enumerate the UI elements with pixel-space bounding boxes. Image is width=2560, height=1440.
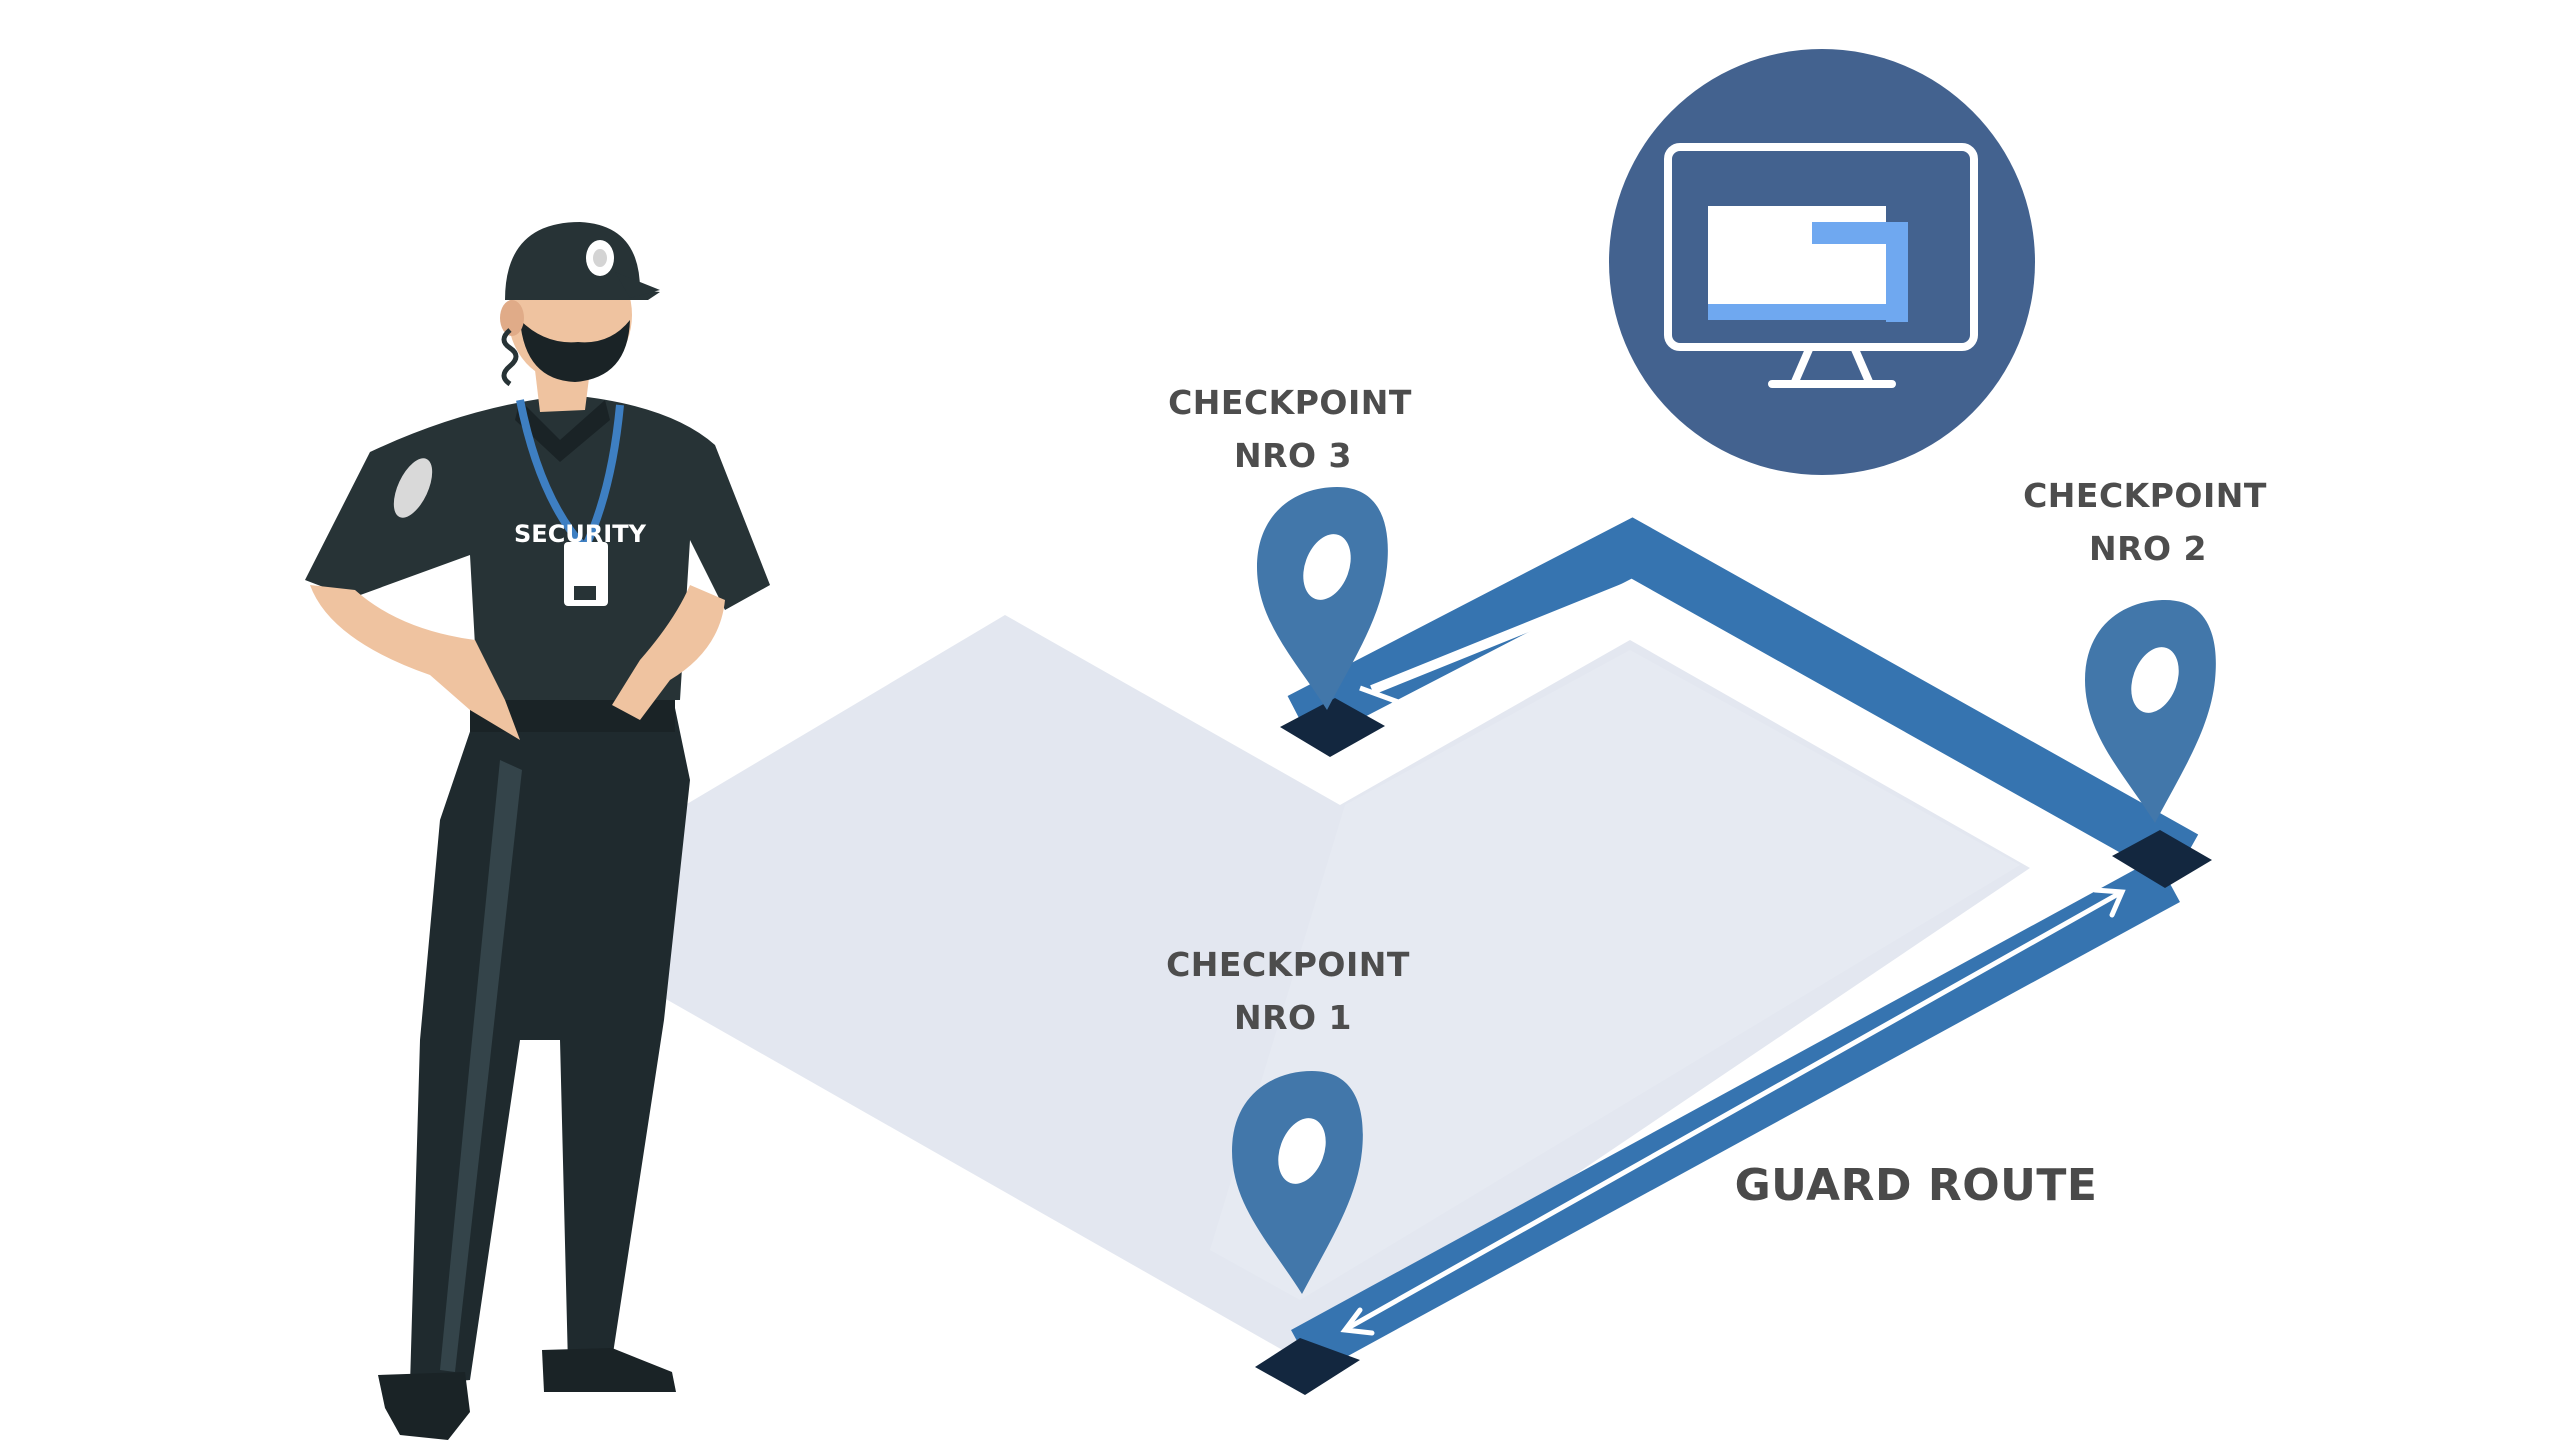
checkpoint-2-label: CHECKPOINT NRO 2: [2023, 476, 2267, 568]
security-chest-text: SECURITY: [514, 520, 647, 548]
checkpoint-1-line1: CHECKPOINT: [1166, 945, 1410, 984]
map-pin-icon: [1257, 487, 1388, 710]
monitor-icon: [1664, 143, 1978, 388]
floor-area: [650, 615, 2030, 1360]
security-guard-figure: SECURITY: [305, 222, 770, 1440]
monitor-badge: [1609, 49, 2035, 475]
checkpoint-3-line1: CHECKPOINT: [1168, 383, 1412, 422]
double-arrow-icon: [1340, 887, 2126, 1336]
route-endcap-cp1: [1255, 1338, 1360, 1395]
checkpoint-2-line1: CHECKPOINT: [2023, 476, 2267, 515]
route-endcap-corner: [2112, 830, 2212, 888]
map-pin-icon: [2085, 600, 2216, 823]
map-pin-icon: [1232, 1071, 1363, 1294]
checkpoint-1-label: CHECKPOINT NRO 1: [1166, 945, 1410, 1037]
checkpoint-2-line2: NRO 2: [2089, 529, 2207, 568]
guard-route-label: GUARD ROUTE: [1735, 1160, 2098, 1211]
checkpoint-1-line2: NRO 1: [1234, 998, 1352, 1037]
route-endcap-cp3: [1280, 698, 1385, 757]
checkpoint-3-line2: NRO 3: [1234, 436, 1352, 475]
checkpoint-3-label: CHECKPOINT NRO 3: [1168, 383, 1412, 475]
